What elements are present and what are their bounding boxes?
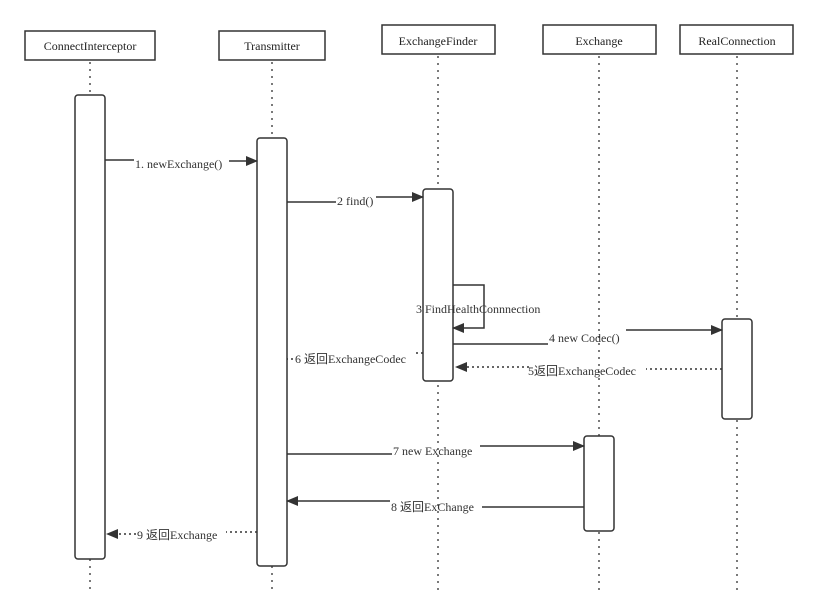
message-label: 5返回ExchangeCodec (528, 364, 636, 378)
message-1: 1. newExchange() (105, 156, 258, 171)
message-label: 2 find() (337, 194, 373, 208)
message-5: 5返回ExchangeCodec (455, 362, 722, 378)
message-label: 9 返回Exchange (137, 528, 217, 542)
participant-box (542, 24, 657, 55)
participant-label: Exchange (575, 34, 622, 48)
activation-exchangefinder (422, 188, 454, 382)
participant-realconnection: RealConnection (679, 24, 794, 55)
message-label: 8 返回ExChange (391, 500, 474, 514)
participant-label: ExchangeFinder (399, 34, 478, 48)
message-arrow (452, 284, 485, 333)
message-9: 9 返回Exchange (106, 528, 257, 542)
activation-exchange (583, 435, 615, 532)
participant-box (24, 30, 156, 61)
participant-transmitter: Transmitter (218, 30, 326, 61)
participant-label: RealConnection (698, 34, 775, 48)
message-label: 3 FindHealthConnnection (416, 302, 540, 316)
participant-label: Transmitter (244, 39, 300, 53)
message-8: 8 返回ExChange (286, 496, 584, 514)
participant-label: ConnectInterceptor (44, 39, 137, 53)
participant-box (218, 30, 326, 61)
message-4: 4 new Codec() (453, 325, 723, 345)
message-label: 1. newExchange() (135, 157, 222, 171)
participant-box (679, 24, 794, 55)
message-label: 6 返回ExchangeCodec (295, 352, 406, 366)
message-6: 6 返回ExchangeCodec (287, 352, 423, 366)
message-3: 3 FindHealthConnnection (416, 284, 540, 333)
participant-exchangefinder: ExchangeFinder (381, 24, 496, 55)
message-label: 7 new Exchange (393, 444, 472, 458)
message-label: 4 new Codec() (549, 331, 620, 345)
message-2: 2 find() (287, 192, 424, 208)
activation-realconnection (721, 318, 753, 420)
participant-box (381, 24, 496, 55)
participant-connectinterceptor: ConnectInterceptor (24, 30, 156, 61)
activation-transmitter (256, 137, 288, 567)
message-7: 7 new Exchange (287, 441, 585, 458)
participant-exchange: Exchange (542, 24, 657, 55)
activation-connectinterceptor (74, 94, 106, 560)
activations (74, 94, 753, 567)
